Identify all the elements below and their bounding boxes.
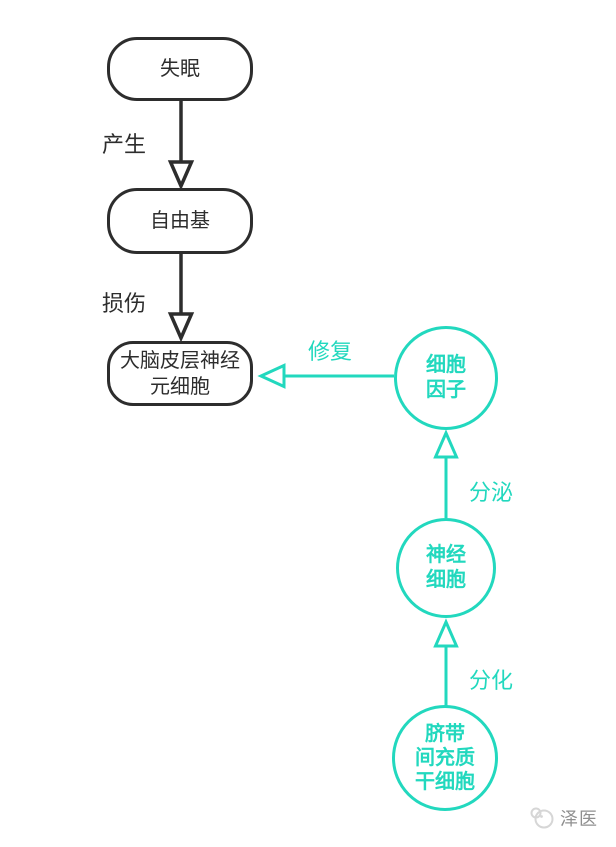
node-cytokine: 细胞 因子 xyxy=(394,326,498,430)
node-insomnia-label: 失眠 xyxy=(160,58,200,80)
watermark: 泽医 xyxy=(529,805,598,831)
node-nerve-cell-line2: 细胞 xyxy=(426,569,466,591)
arrow-secrete xyxy=(433,429,459,518)
node-cortex-neuron-line1: 大脑皮层神经 xyxy=(120,349,240,372)
edge-label-secrete: 分泌 xyxy=(469,480,514,505)
node-free-radical-label: 自由基 xyxy=(150,210,210,232)
node-insomnia: 失眠 xyxy=(107,37,253,101)
node-stem-cell-line2: 间充质 xyxy=(415,747,475,769)
arrow-differentiate xyxy=(433,618,459,706)
edge-label-damage: 损伤 xyxy=(102,291,147,316)
node-cytokine-line2: 因子 xyxy=(426,379,466,401)
node-stem-cell: 脐带 间充质 干细胞 xyxy=(392,705,498,811)
node-nerve-cell: 神经 细胞 xyxy=(396,518,496,618)
edge-label-produce: 产生 xyxy=(102,132,147,157)
watermark-brand-text: 泽医 xyxy=(560,809,598,829)
edge-label-differentiate: 分化 xyxy=(469,668,514,693)
node-stem-cell-line3: 干细胞 xyxy=(415,771,475,793)
brand-logo-icon xyxy=(530,807,554,829)
arrow-produce xyxy=(167,101,195,191)
node-free-radical: 自由基 xyxy=(107,188,253,254)
node-stem-cell-line1: 脐带 xyxy=(425,723,465,745)
edge-label-repair: 修复 xyxy=(308,339,353,364)
node-cortex-neuron-line2: 元细胞 xyxy=(150,375,210,398)
node-cortex-neuron: 大脑皮层神经 元细胞 xyxy=(107,341,253,406)
node-nerve-cell-line1: 神经 xyxy=(426,544,466,566)
arrow-repair xyxy=(257,363,394,389)
arrow-damage xyxy=(167,254,195,343)
node-cytokine-line1: 细胞 xyxy=(426,354,466,376)
